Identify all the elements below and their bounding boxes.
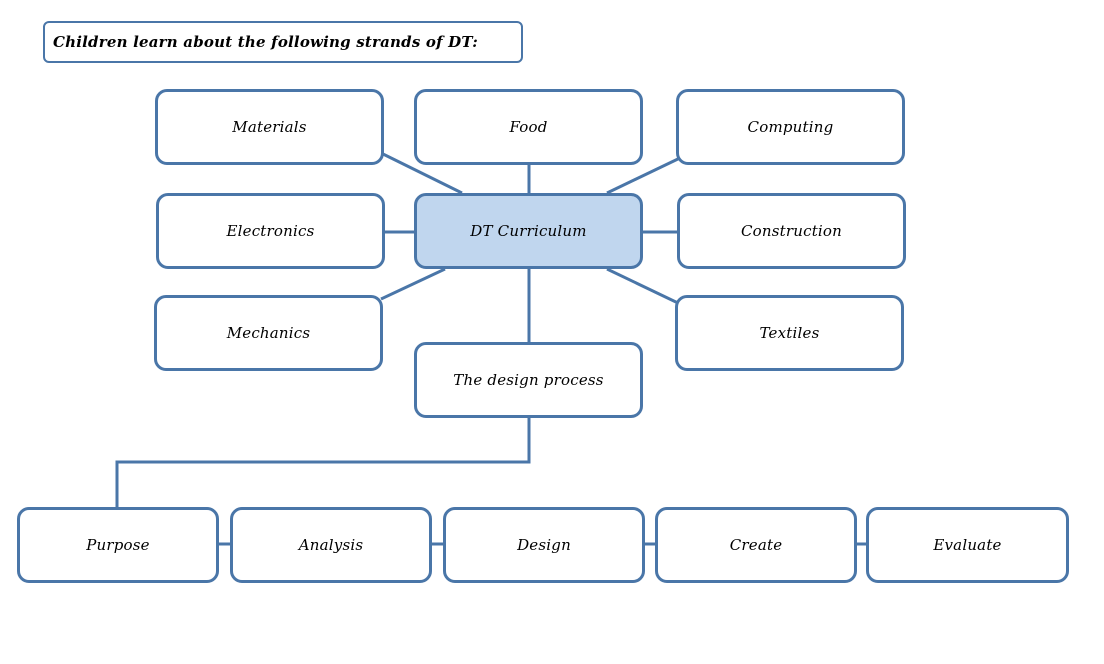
- connector-computing: [606, 156, 681, 195]
- step-label: Analysis: [298, 536, 364, 554]
- node-label: Construction: [740, 222, 843, 240]
- connector-mechanics: [380, 267, 446, 301]
- node-label: Mechanics: [226, 324, 311, 342]
- title-box: Children learn about the following stran…: [43, 21, 523, 63]
- connector-process-to-purpose: [115, 417, 531, 507]
- connector-materials: [382, 152, 463, 195]
- step-label: Purpose: [86, 536, 150, 554]
- node-design-process: The design process: [414, 342, 643, 418]
- step-label: Design: [517, 536, 571, 554]
- node-step-evaluate: Evaluate: [866, 507, 1069, 583]
- node-construction: Construction: [677, 193, 906, 269]
- node-label: The design process: [453, 371, 604, 389]
- center-label: DT Curriculum: [470, 222, 587, 240]
- node-mechanics: Mechanics: [154, 295, 383, 371]
- node-step-analysis: Analysis: [230, 507, 432, 583]
- node-textiles: Textiles: [675, 295, 904, 371]
- connector-textiles: [606, 267, 679, 305]
- diagram-title: Children learn about the following stran…: [53, 33, 478, 51]
- node-step-purpose: Purpose: [17, 507, 219, 583]
- node-electronics: Electronics: [156, 193, 385, 269]
- node-step-create: Create: [655, 507, 857, 583]
- step-label: Create: [729, 536, 783, 554]
- node-label: Textiles: [759, 324, 820, 342]
- node-label: Food: [509, 118, 548, 136]
- node-label: Electronics: [226, 222, 315, 240]
- node-computing: Computing: [676, 89, 905, 165]
- node-dt-curriculum: DT Curriculum: [414, 193, 643, 269]
- node-label: Computing: [747, 118, 834, 136]
- node-food: Food: [414, 89, 643, 165]
- step-label: Evaluate: [933, 536, 1002, 554]
- node-label: Materials: [232, 118, 307, 136]
- node-step-design: Design: [443, 507, 645, 583]
- node-materials: Materials: [155, 89, 384, 165]
